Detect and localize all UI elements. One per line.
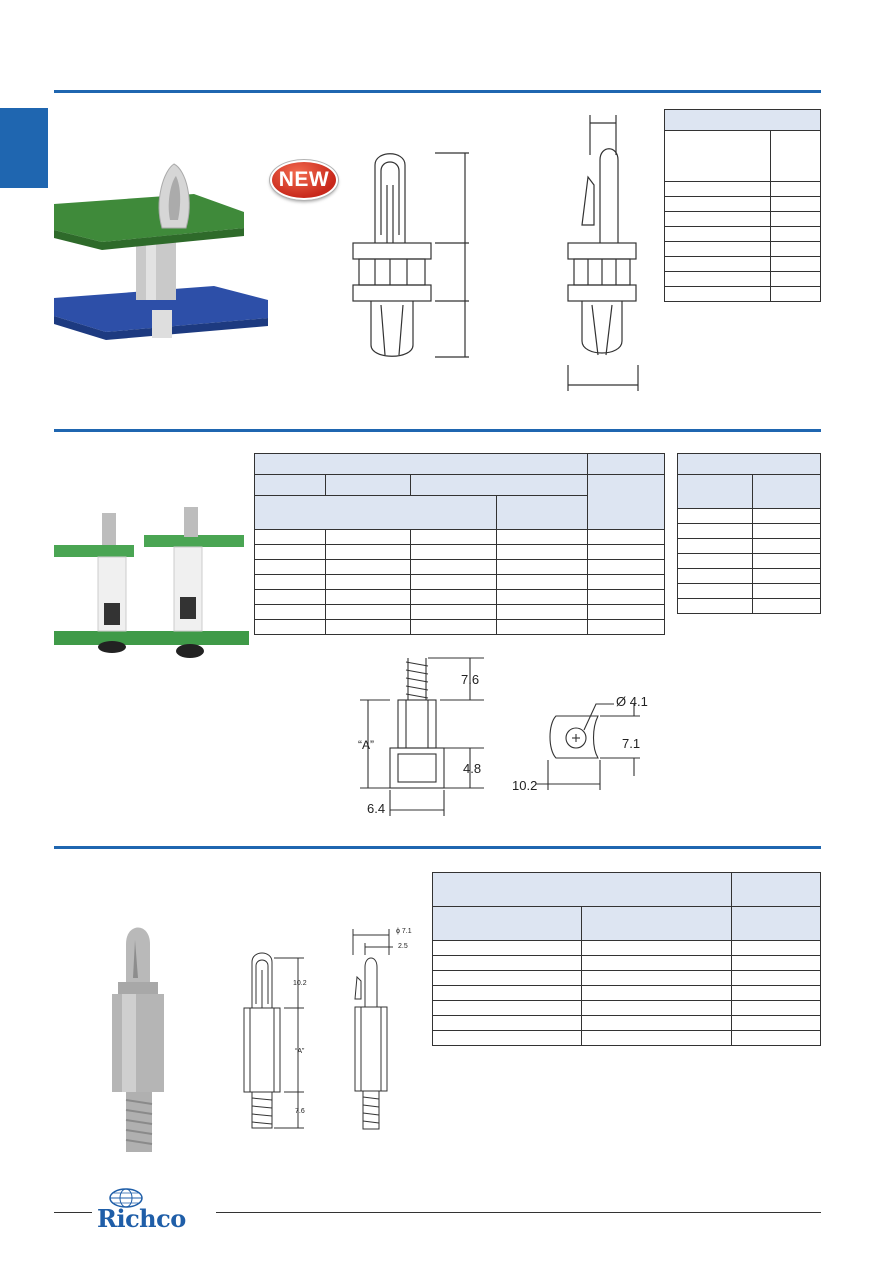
drawing-mounting-slot <box>536 703 640 790</box>
dim-thread-length: 7.6 <box>461 672 480 687</box>
drawing-side-view-1 <box>567 115 639 391</box>
footer-rule-right <box>216 1212 821 1213</box>
dim-slot-width: 10.2 <box>512 778 538 793</box>
spec-table-3 <box>677 453 821 614</box>
richco-logo: Richco <box>97 1204 186 1233</box>
product-photo-standoff <box>54 507 249 658</box>
dim-base-width: 6.4 <box>367 801 386 816</box>
dim-base-height: 4.8 <box>463 761 482 776</box>
dim-thread-length-3: 7.6 <box>295 1108 305 1115</box>
section-rule-1 <box>54 90 821 93</box>
spec-table-4 <box>432 872 821 1046</box>
globe-icon <box>109 1188 143 1208</box>
drawing-standoff <box>360 657 484 816</box>
product-photo-spacer <box>112 927 164 1152</box>
section-rule-3 <box>54 846 821 849</box>
dim-diameter: ϕ 7.1 <box>396 928 412 935</box>
footer-rule-left <box>54 1212 92 1213</box>
drawing-front-view-3 <box>243 952 304 1129</box>
drawing-side-view-3 <box>352 929 393 1130</box>
dim-hole-diameter: Ø 4.1 <box>616 694 648 709</box>
dim-offset: 2.5 <box>398 943 408 950</box>
dim-a-label: “A” <box>358 738 374 752</box>
product-photo-pcb-support <box>54 163 268 340</box>
spec-table-2 <box>254 453 665 635</box>
drawing-front-view-1 <box>352 152 469 358</box>
spec-table-1 <box>664 109 821 302</box>
dim-top-height: 10.2 <box>293 980 307 987</box>
section-tab <box>0 108 48 188</box>
dim-a-label-3: “A” <box>295 1048 305 1055</box>
new-badge: NEW <box>269 159 339 201</box>
dim-slot-height: 7.1 <box>622 736 641 751</box>
section-rule-2 <box>54 429 821 432</box>
